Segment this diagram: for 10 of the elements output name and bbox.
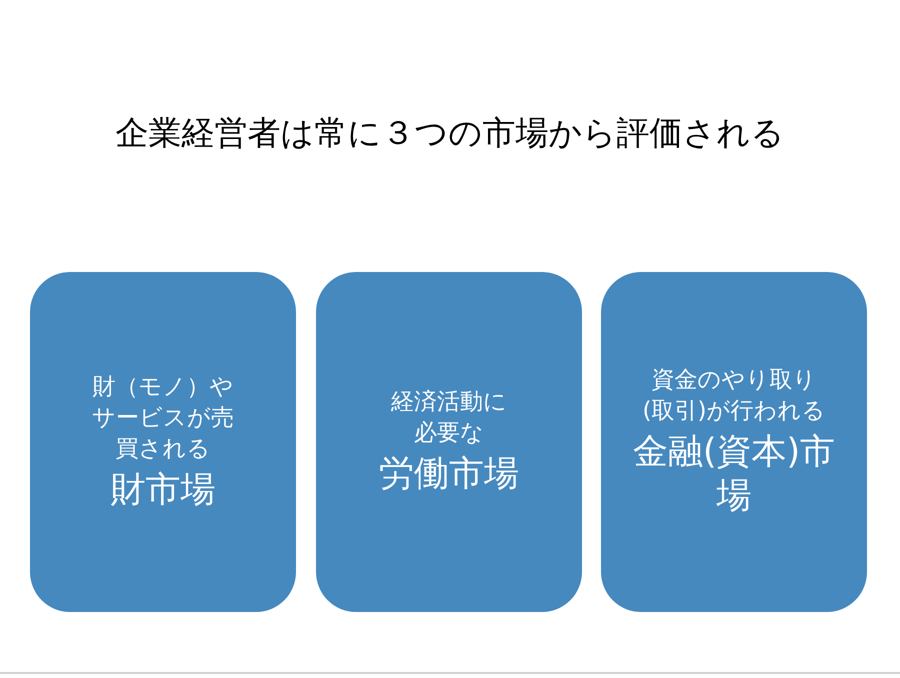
- market-name: 金融(資本)市場: [632, 431, 836, 518]
- market-name: 財市場: [110, 468, 216, 512]
- market-box: [316, 272, 582, 612]
- market-name: 労働市場: [379, 453, 519, 496]
- market-box: [30, 272, 296, 612]
- market-box: [601, 272, 867, 612]
- slide-title: 企業経営者は常に３つの市場から評価される: [114, 112, 786, 154]
- description-text: 財（モノ）やサービスが売買される: [91, 372, 235, 464]
- description-text: 経済活動に必要な: [390, 388, 508, 448]
- description-text: 資金のやり取り(取引)が行われる: [642, 366, 826, 426]
